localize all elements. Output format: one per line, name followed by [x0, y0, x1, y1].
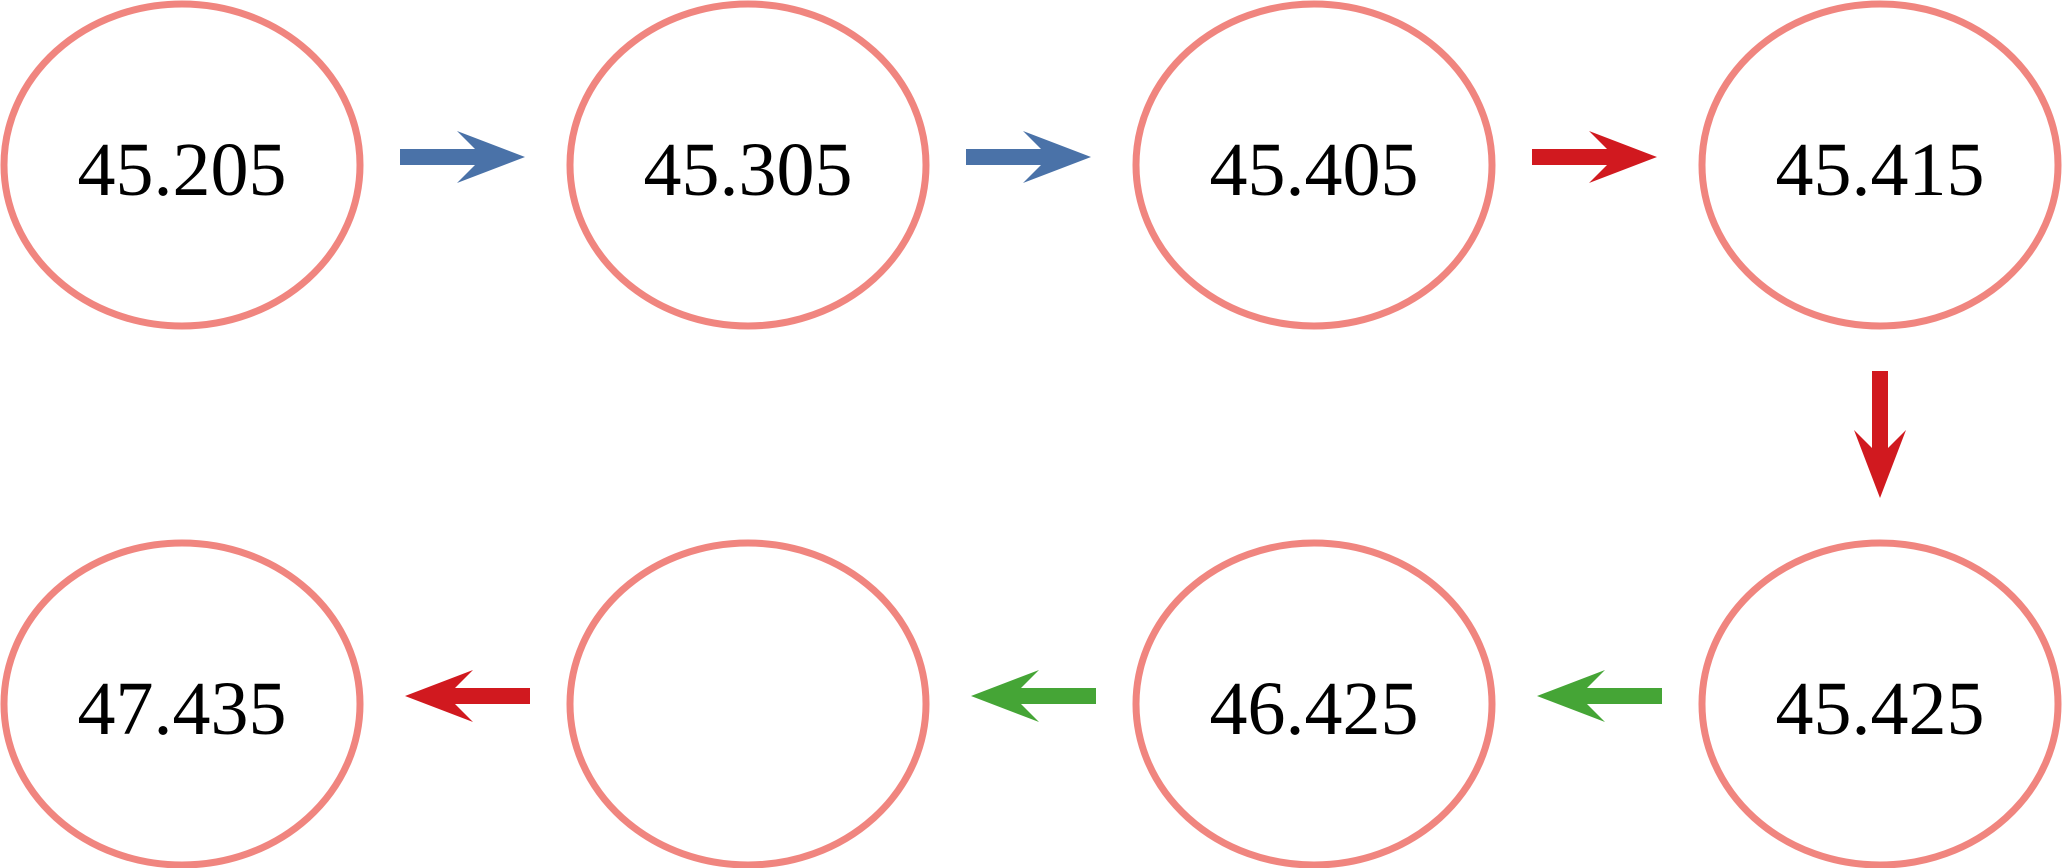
arrow-3 [1532, 131, 1657, 183]
node-ellipse [0, 0, 364, 330]
node-label: 45.405 [1210, 128, 1419, 212]
node-label: 45.425 [1776, 667, 1985, 751]
node-label: 46.425 [1210, 667, 1419, 751]
arrows-layer [400, 131, 1906, 722]
node-7 [566, 539, 930, 868]
node-ellipse [1132, 539, 1496, 868]
node-label: 45.415 [1776, 128, 1985, 212]
node-ellipse [566, 0, 930, 330]
node-6: 46.425 [1132, 539, 1496, 868]
node-ellipse [1132, 0, 1496, 330]
arrow-4 [1854, 371, 1906, 498]
node-4: 45.415 [1698, 0, 2062, 330]
node-ellipse [1698, 0, 2062, 330]
node-label: 45.205 [78, 128, 287, 212]
arrow-7 [405, 670, 530, 722]
arrow-6 [971, 670, 1096, 722]
node-3: 45.405 [1132, 0, 1496, 330]
node-1: 45.205 [0, 0, 364, 330]
node-label: 47.435 [78, 667, 287, 751]
node-5: 45.425 [1698, 539, 2062, 868]
node-2: 45.305 [566, 0, 930, 330]
node-8: 47.435 [0, 539, 364, 868]
arrow-2 [966, 131, 1091, 183]
node-label: 45.305 [644, 128, 853, 212]
node-ellipse [0, 539, 364, 868]
node-ellipse [1698, 539, 2062, 868]
arrow-5 [1537, 670, 1662, 722]
arrow-1 [400, 131, 525, 183]
node-ellipse [566, 539, 930, 868]
